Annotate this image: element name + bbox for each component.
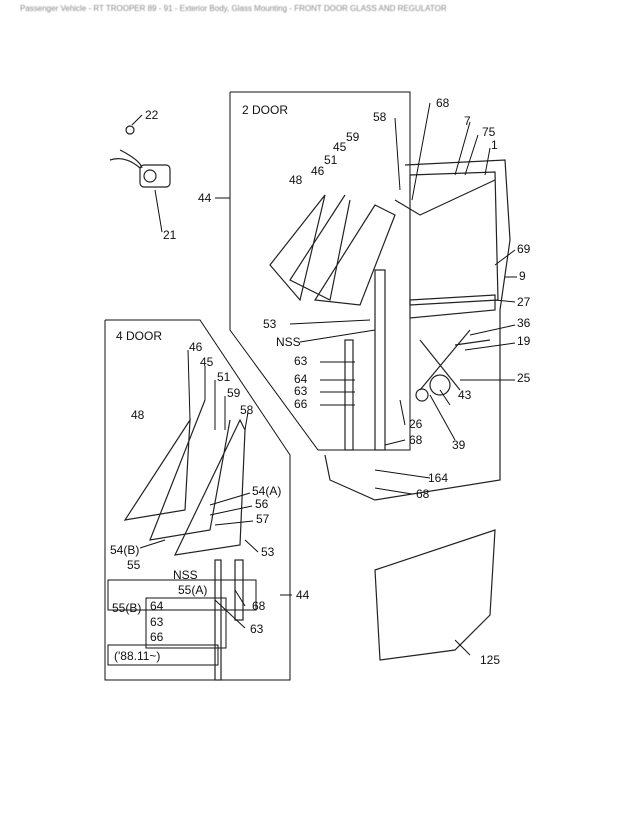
callout-l69: 69 [517, 242, 531, 256]
variant-box-inner [145, 597, 227, 649]
callout-l56: 56 [255, 497, 269, 511]
callout-l43: 43 [458, 388, 472, 402]
callout-l44b: 44 [296, 588, 310, 602]
callout-l45a: 45 [333, 140, 347, 154]
callout-l63c: 63 [150, 615, 164, 629]
callout-l68c: 68 [416, 487, 430, 501]
group-label-4-door: 4 DOOR [116, 329, 162, 343]
page-header: Passenger Vehicle - RT TROOPER 89 - 91 -… [20, 4, 447, 13]
callout-l46b: 46 [189, 340, 203, 354]
callout-l1: 1 [491, 138, 498, 152]
four-door-frame [104, 319, 291, 681]
callout-l45b: 45 [200, 355, 214, 369]
callout-l27: 27 [517, 295, 531, 309]
callout-l26: 26 [409, 417, 423, 431]
callout-l19: 19 [517, 334, 531, 348]
callout-l55a: 55(A) [178, 583, 207, 597]
callout-l63a: 63 [294, 354, 308, 368]
callout-l9: 9 [519, 269, 526, 283]
callout-l68b: 68 [409, 433, 423, 447]
callout-l36: 36 [517, 316, 531, 330]
guide-rail [374, 269, 386, 451]
callout-l58a: 58 [373, 110, 387, 124]
callout-l63d: 63 [250, 622, 264, 636]
callout-l64a: 64 [294, 372, 308, 386]
callout-l25: 25 [517, 371, 531, 385]
callout-l59b: 59 [227, 386, 241, 400]
rail-4door [214, 559, 222, 681]
callout-l54b: 54(B) [110, 543, 139, 557]
channel-4door [234, 559, 244, 621]
callout-l66a: 66 [294, 397, 308, 411]
callout-nssb: NSS [173, 568, 198, 582]
door-shell [324, 159, 511, 501]
callout-l125: 125 [480, 653, 500, 667]
callout-l54a: 54(A) [252, 484, 281, 498]
callout-nssa: NSS [276, 335, 301, 349]
callout-l57: 57 [256, 512, 270, 526]
callout-l48a: 48 [289, 173, 303, 187]
door-glass [409, 171, 499, 306]
callout-l21: 21 [163, 228, 177, 242]
callout-l51a: 51 [324, 153, 338, 167]
callout-l44a: 44 [198, 191, 212, 205]
callout-l53a: 53 [263, 317, 277, 331]
group-label-2-door: 2 DOOR [242, 103, 288, 117]
callout-l53b: 53 [261, 545, 275, 559]
callout-l68d: 68 [252, 599, 266, 613]
callout-l63b: 63 [294, 384, 308, 398]
callout-date: ('88.11~) [114, 649, 160, 663]
callout-l55b: 55(B) [112, 601, 141, 615]
callout-l59a: 59 [346, 130, 360, 144]
callout-l51b: 51 [217, 370, 231, 384]
callout-l39: 39 [452, 438, 466, 452]
two-door-frame [229, 91, 411, 451]
lower-channel [344, 339, 354, 451]
run-channel [394, 179, 496, 216]
regulator-motor [109, 125, 171, 188]
callout-l64b: 64 [150, 599, 164, 613]
callout-l58b: 58 [240, 403, 254, 417]
leader-lines [131, 102, 517, 656]
callout-l48b: 48 [131, 408, 145, 422]
window-regulator [409, 294, 496, 391]
variant-box [107, 579, 257, 611]
callout-l46a: 46 [311, 164, 325, 178]
callout-l22: 22 [145, 108, 159, 122]
vent-glass-4door [123, 399, 246, 556]
date-box [107, 644, 219, 666]
vent-glass-2door [269, 194, 396, 306]
door-trim-panel [374, 529, 496, 661]
callout-l68a: 68 [436, 96, 450, 110]
callout-l164: 164 [428, 471, 448, 485]
callout-l7: 7 [464, 114, 471, 128]
callout-l75: 75 [482, 125, 496, 139]
callout-l55: 55 [127, 558, 141, 572]
callout-l66b: 66 [150, 630, 164, 644]
